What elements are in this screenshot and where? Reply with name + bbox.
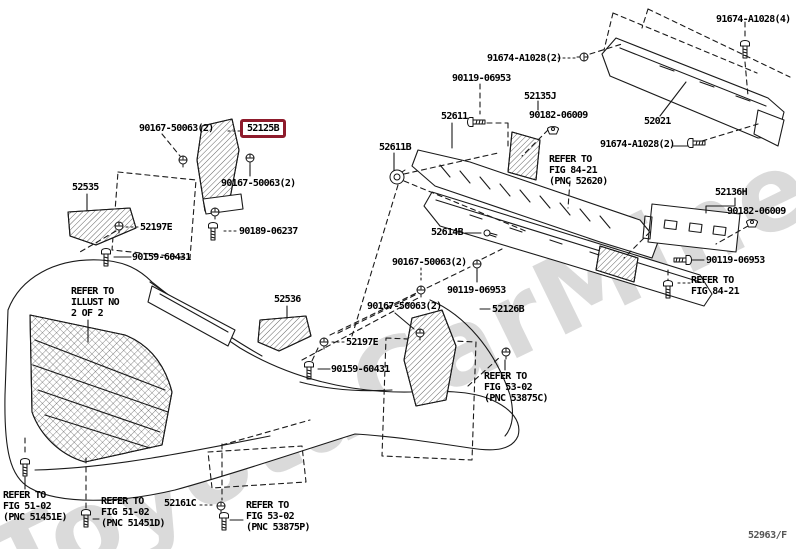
callout-52135j[interactable]: 52135J — [524, 91, 557, 102]
callout-52161c[interactable]: 52161C — [164, 498, 197, 509]
callout-52197e-mid[interactable]: 52197E — [346, 337, 379, 348]
callout-52126b[interactable]: 52126B — [492, 304, 525, 315]
part-52021-drawing — [601, 8, 791, 147]
callout-90167-50063-low[interactable]: 90167-50063(2) — [367, 301, 442, 312]
part-52135j-drawing — [507, 131, 541, 181]
part-52614-drawing — [423, 191, 713, 307]
callout-90182-06009-right[interactable]: 90182-06009 — [727, 206, 786, 217]
callout-90189-06237[interactable]: 90189-06237 — [239, 226, 298, 237]
callout-90167-50063-topleft[interactable]: 90167-50063(2) — [139, 123, 214, 134]
leader-lines-solid — [24, 81, 736, 521]
part-52536-drawing — [257, 315, 312, 352]
page-code: 52963/F — [748, 530, 787, 541]
leader-lines-dotted — [123, 57, 691, 506]
callout-90167-50063-left[interactable]: 90167-50063(2) — [221, 178, 296, 189]
part-52535-drawing — [67, 207, 137, 246]
callout-91674-a1028-4[interactable]: 91674-A1028(4) — [716, 14, 791, 25]
callout-52021[interactable]: 52021 — [644, 116, 671, 127]
callout-52197e-left[interactable]: 52197E — [140, 222, 173, 233]
part-52125b-drawing — [196, 118, 244, 215]
callout-91674-a1028-2-right[interactable]: 91674-A1028(2) — [600, 139, 675, 150]
callout-52536[interactable]: 52536 — [274, 294, 301, 305]
callout-52136h[interactable]: 52136H — [715, 187, 748, 198]
part-52611-drawing — [411, 149, 659, 259]
callout-90182-06009-top[interactable]: 90182-06009 — [529, 110, 588, 121]
callout-90119-06953-right[interactable]: 90119-06953 — [706, 255, 765, 266]
callout-91674-a1028-2-top[interactable]: 91674-A1028(2) — [487, 53, 562, 64]
part-52136h-drawing — [642, 203, 741, 253]
callout-90167-50063-mid[interactable]: 90167-50063(2) — [392, 257, 467, 268]
front-bumper-cover-drawing — [4, 259, 520, 501]
callout-90159-60431-left[interactable]: 90159-60431 — [132, 252, 191, 263]
callout-52535[interactable]: 52535 — [72, 182, 99, 193]
callout-90159-60431-mid[interactable]: 90159-60431 — [331, 364, 390, 375]
grille-drawing — [29, 314, 173, 463]
callout-52125b[interactable]: 52125B — [240, 119, 286, 138]
leader-lines-dashed — [79, 21, 759, 446]
callout-52611b[interactable]: 52611B — [379, 142, 412, 153]
callout-90119-06953-mid[interactable]: 90119-06953 — [447, 285, 506, 296]
callout-52611[interactable]: 52611 — [441, 111, 468, 122]
callout-90119-06953-top[interactable]: 90119-06953 — [452, 73, 511, 84]
callout-52614b[interactable]: 52614B — [431, 227, 464, 238]
